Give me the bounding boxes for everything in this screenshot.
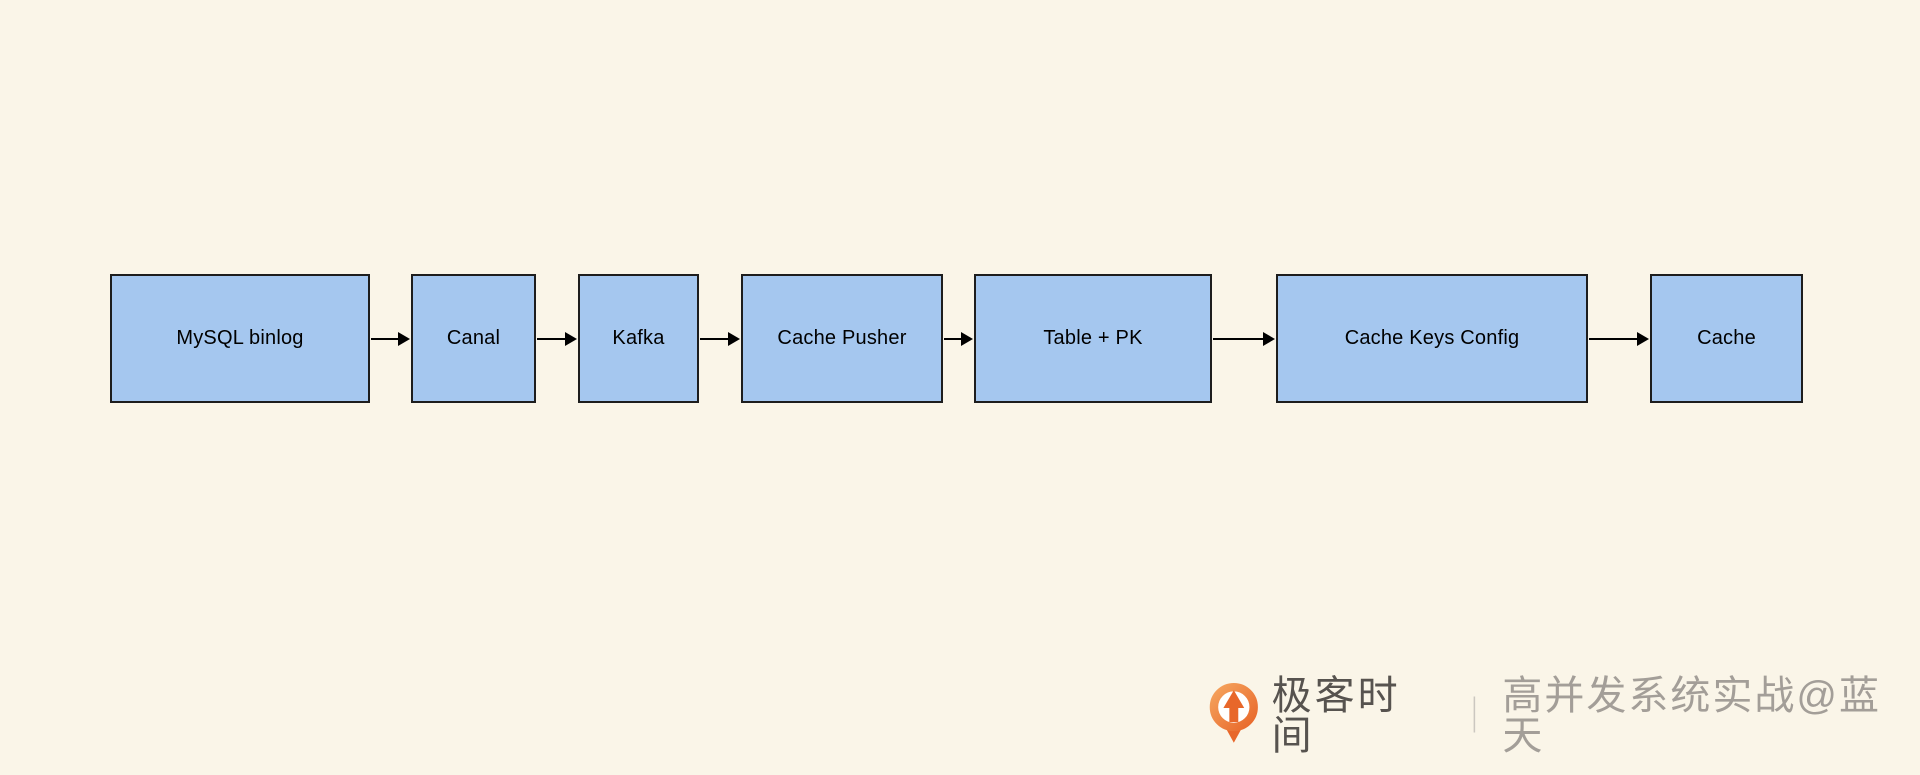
node-cache-keys-config: Cache Keys Config [1276,274,1588,403]
watermark-caption: 高并发系统实战@蓝天 [1502,674,1882,758]
node-label: Table + PK [1043,327,1143,349]
node-label: MySQL binlog [176,327,304,349]
flow-arrow-icon [1213,332,1275,346]
node-cache-pusher: Cache Pusher [741,274,943,403]
flow-arrow-icon [1589,332,1649,346]
node-mysql-binlog: MySQL binlog [110,274,370,403]
flow-arrow-icon [537,332,577,346]
geektime-logo-icon [1209,682,1258,743]
node-label: Cache Keys Config [1344,327,1520,349]
node-label: Cache Pusher [777,327,907,349]
node-label: Cache [1697,327,1756,349]
flow-arrow-icon [371,332,410,346]
node-cache: Cache [1650,274,1803,403]
watermark-separator: ｜ [1456,695,1493,736]
watermark: 极客时间 ｜ 高并发系统实战@蓝天 [1208,676,1920,756]
node-kafka: Kafka [578,274,699,403]
flow-arrow-icon [700,332,740,346]
node-label: Kafka [612,327,665,349]
node-canal: Canal [411,274,536,403]
flow-arrow-icon [944,332,973,346]
node-table-pk: Table + PK [974,274,1212,403]
node-label: Canal [446,327,501,349]
watermark-brand: 极客时间 [1271,674,1401,758]
